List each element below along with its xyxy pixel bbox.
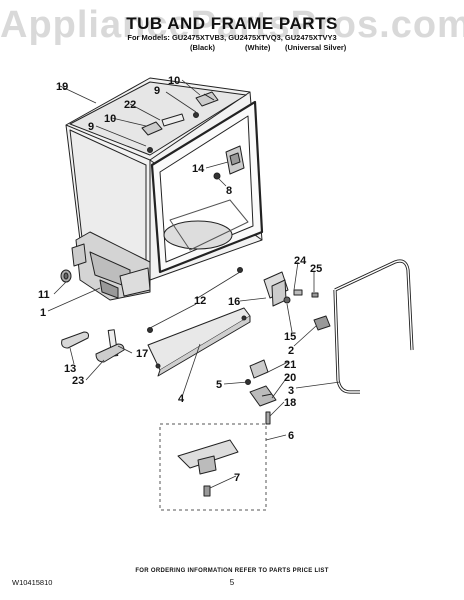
callout-15: 15 [284, 331, 296, 343]
document-number: W10415810 [12, 578, 53, 587]
color-universal-silver: (Universal Silver) [285, 43, 347, 52]
control-inset [159, 423, 267, 511]
callout-1: 1 [40, 307, 46, 319]
leader-lines [47, 79, 341, 489]
callout-13: 13 [64, 363, 76, 375]
toe-kick-panel [147, 307, 251, 377]
model-list: For Models: GU2475XTVB3, GU2475XTVQ3, GU… [127, 33, 337, 42]
callout-24: 24 [294, 255, 307, 267]
callout-7: 7 [234, 472, 240, 484]
page-title: TUB AND FRAME PARTS [126, 14, 338, 33]
color-black: (Black) [190, 43, 216, 52]
callout-18: 18 [284, 397, 296, 409]
callout-25: 25 [310, 263, 322, 275]
door-gasket [333, 259, 414, 394]
callout-labels: 19 10 9 22 10 9 14 8 11 1 12 16 24 25 15… [38, 75, 322, 484]
callout-14: 14 [192, 163, 205, 175]
leveling-foot [60, 269, 72, 283]
pad-part [95, 343, 125, 363]
callout-5: 5 [216, 379, 222, 391]
callout-3: 3 [288, 385, 294, 397]
page-number: 5 [229, 578, 235, 587]
mount-bracket-assembly [263, 271, 319, 307]
callout-10-left: 10 [104, 113, 116, 125]
callout-19: 19 [56, 81, 68, 93]
callout-9-left: 9 [88, 121, 94, 133]
top-mount-brackets [141, 91, 219, 153]
callout-11: 11 [38, 289, 50, 301]
color-white: (White) [245, 43, 271, 52]
callout-9-top: 9 [154, 85, 160, 97]
callout-2: 2 [288, 345, 294, 357]
callout-21: 21 [284, 359, 296, 371]
side-bracket-parts [147, 145, 245, 333]
callout-16: 16 [228, 296, 240, 308]
callout-22: 22 [124, 99, 136, 111]
clip-part [313, 315, 331, 331]
tub-assembly [65, 77, 264, 301]
callout-10-top: 10 [168, 75, 180, 87]
callout-17: 17 [136, 348, 148, 360]
tube-part [61, 331, 89, 349]
callout-8: 8 [226, 185, 232, 197]
callout-6: 6 [288, 430, 294, 442]
callout-4: 4 [178, 393, 185, 405]
callout-12: 12 [194, 295, 206, 307]
ordering-note: FOR ORDERING INFORMATION REFER TO PARTS … [135, 568, 329, 574]
callout-20: 20 [284, 372, 296, 384]
callout-23: 23 [72, 375, 84, 387]
